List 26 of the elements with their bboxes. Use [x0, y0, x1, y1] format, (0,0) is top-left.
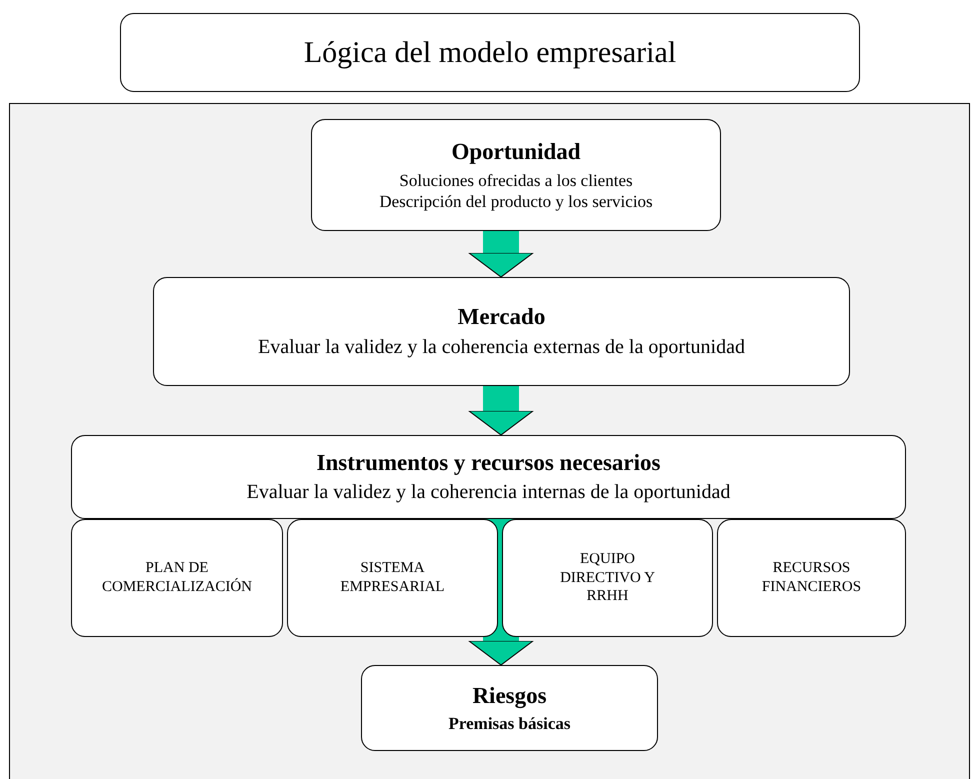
process-box — [717, 519, 906, 637]
process-box — [311, 119, 721, 231]
box-text: EQUIPO DIRECTIVO Y RRHH — [559, 550, 656, 606]
block-arrow — [468, 386, 534, 436]
box-text: SISTEMA EMPRESARIAL — [339, 559, 446, 597]
process-box — [361, 665, 658, 751]
box-heading: Mercado — [456, 303, 546, 332]
box-text: Descripción del producto y los servicios — [378, 190, 654, 212]
box-heading: Riesgos — [471, 682, 548, 710]
panel-background — [9, 103, 970, 779]
process-box — [502, 519, 713, 637]
block-arrow — [468, 231, 534, 278]
process-box — [71, 519, 283, 637]
box-text: Premisas básicas — [448, 713, 572, 734]
process-box — [287, 519, 498, 637]
box-text: Evaluar la validez y la coherencia externas de la oportunidad — [257, 334, 746, 360]
box-text: PLAN DE COMERCIALIZACIÓN — [101, 559, 253, 597]
title-box — [120, 13, 860, 92]
box-text: Lógica del modelo empresarial — [302, 34, 678, 71]
box-heading: Instrumentos y recursos necesarios — [316, 448, 662, 477]
box-heading: Oportunidad — [450, 138, 582, 166]
box-text: Evaluar la validez y la coherencia internas de la oportunidad — [246, 480, 732, 506]
box-text: Soluciones ofrecidas a los clientes — [398, 170, 634, 191]
process-box — [153, 277, 850, 386]
process-box — [71, 435, 906, 519]
box-text: RECURSOS FINANCIEROS — [760, 559, 862, 597]
